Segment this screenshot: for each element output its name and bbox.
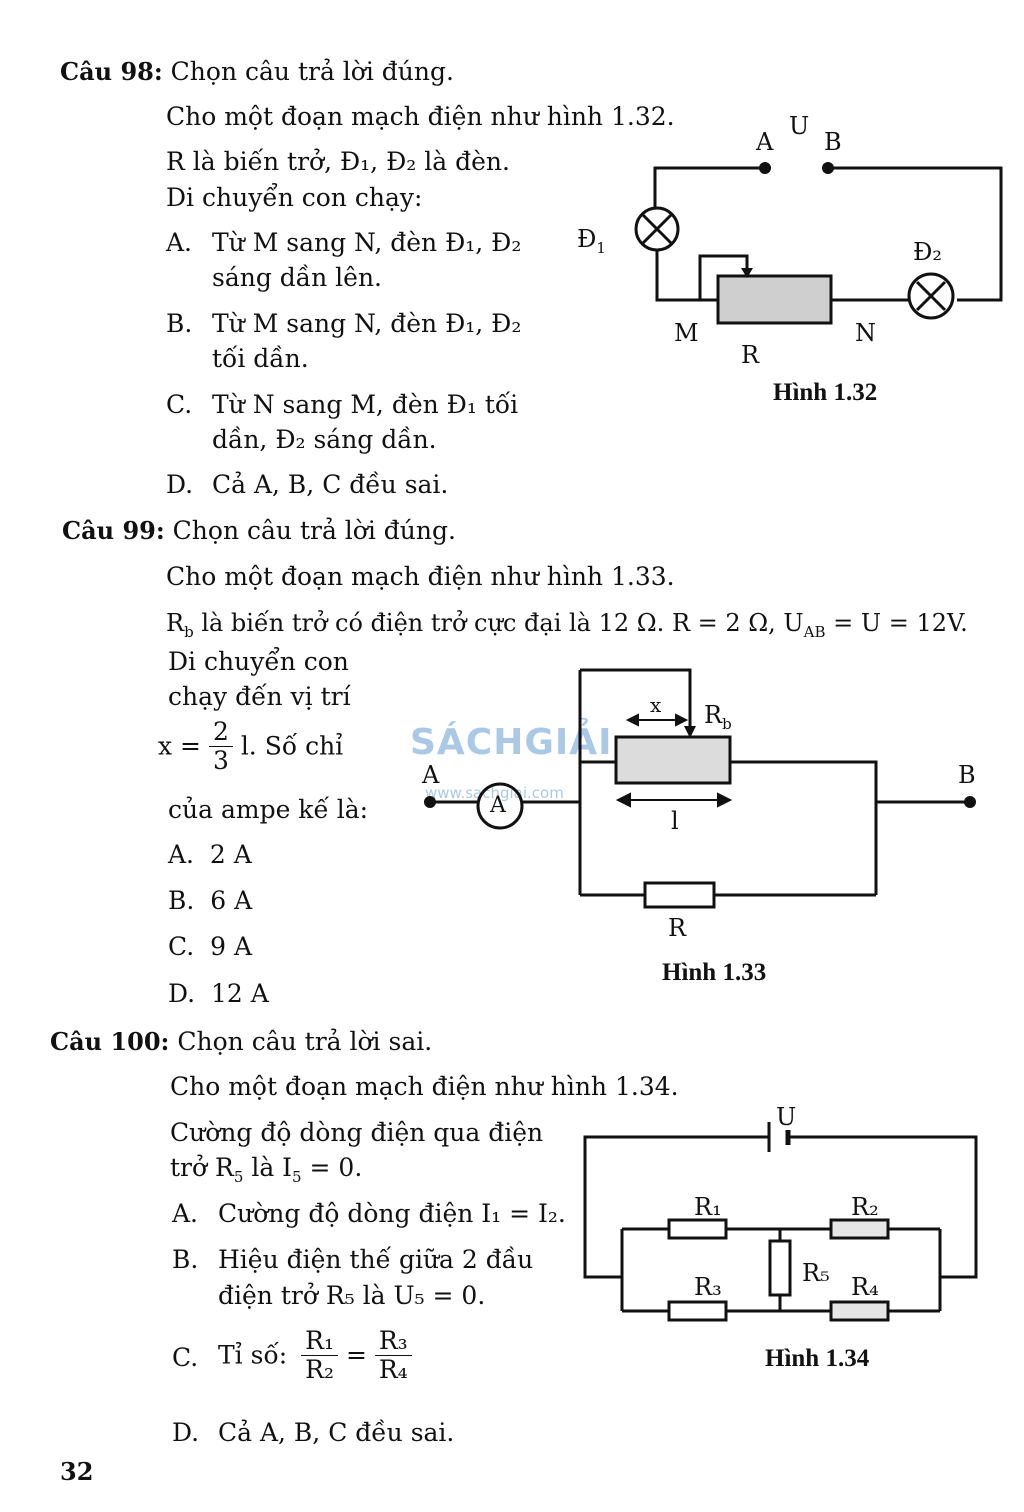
q98-option-c-text2: dần, Đ₂ sáng dần. [212,425,437,454]
page-number: 32 [60,1457,94,1486]
fig133-label-b: B [958,761,976,789]
q99-option-d: D. 12 A [168,979,269,1008]
fig132-label-m: M [674,319,699,347]
q100-option-b-text1: Hiệu điện thế giữa 2 đầu [218,1245,534,1274]
q100-line1: Cho một đoạn mạch điện như hình 1.34. [170,1072,679,1101]
figure-caption: Hình 1.32 [773,379,878,406]
q98-option-d-text1: Cả A, B, C đều sai. [212,470,449,499]
q98-option-b-text2: tối dần. [212,344,309,373]
q98-line1: Cho một đoạn mạch điện như hình 1.32. [166,102,675,131]
resistor-r3-symbol [667,1300,728,1322]
fig134-label-u: U [776,1103,797,1131]
ammeter-label: A [490,793,506,818]
q100-option-d-text: Cả A, B, C đều sai. [218,1418,455,1447]
resistor-r5-symbol [768,1239,792,1297]
watermark-brand: SÁCHGIẢI [410,722,613,763]
fig133-label-x: x [650,693,662,717]
question-prompt: Chọn câu trả lời đúng. [172,516,456,545]
q99-option-c: C. 9 A [168,932,253,961]
q100-option-c-key: C. [172,1343,199,1372]
fig133-label-r: R [668,914,687,942]
question-label: Câu 98: [60,57,163,86]
fig134-label-r3: R₃ [694,1273,722,1301]
fig134-label-r5: R₅ [802,1259,830,1287]
question-100: Câu 100: Chọn câu trả lời sai. [50,1027,432,1057]
lamp-d2-symbol [907,272,955,320]
rheostat-rb-symbol [614,735,732,785]
question-prompt: Chọn câu trả lời đúng. [170,57,454,86]
q98-option-a-text1: Từ M sang N, đèn Đ₁, Đ₂ [212,228,522,257]
fig132-label-n: N [855,319,876,347]
resistor-r1-symbol [667,1218,728,1240]
q100-option-d-key: D. [172,1418,200,1447]
q100-option-a-text: Cường độ dòng điện I₁ = I₂. [218,1199,566,1228]
q99-option-b: B. 6 A [168,886,253,915]
fig132-label-d1: Đ1 [577,225,606,257]
q100-option-b-text2: điện trở R₅ là U₅ = 0. [218,1281,486,1310]
question-label: Câu 100: [50,1027,170,1056]
q98-option-b-text1: Từ M sang N, đèn Đ₁, Đ₂ [212,309,522,338]
fig134-label-r1: R₁ [694,1193,722,1221]
resistor-r2-symbol [829,1218,890,1240]
resistor-r-symbol [643,881,716,909]
fig133-label-l: l [671,807,679,835]
q100-option-a-key: A. [172,1199,199,1228]
fig132-label-b: B [824,128,842,156]
question-prompt: Chọn câu trả lời sai. [177,1027,433,1056]
fig132-label-r: R [741,341,760,369]
fig133-label-rb: Rb [704,701,732,733]
figure-caption: Hình 1.34 [765,1345,870,1372]
q98-line2: R là biến trở, Đ₁, Đ₂ là đèn. [166,147,510,176]
fig134-label-r2: R₂ [851,1193,879,1221]
figure-caption: Hình 1.33 [662,959,767,986]
q98-option-c-text1: Từ N sang M, đèn Đ₁ tối [212,390,519,419]
fig132-label-a: A [756,128,774,156]
q98-option-a-text2: sáng dần lên. [212,263,382,292]
q98-option-c-key: C. [166,390,193,419]
q99-line2: Rb là biến trở có điện trở cực đại là 12… [166,609,968,641]
rheostat-symbol [716,274,833,325]
q98-option-d-key: D. [166,470,194,499]
question-98: Câu 98: Chọn câu trả lời đúng. [60,57,454,87]
q99-line3: Di chuyển con [168,647,349,676]
fig133-label-a: A [422,761,440,789]
q98-option-b-key: B. [166,309,193,338]
q100-line2: Cường độ dòng điện qua điện [170,1118,544,1147]
q99-line6: của ampe kế là: [168,795,369,824]
q98-line3: Di chuyển con chạy: [166,183,423,212]
question-99: Câu 99: Chọn câu trả lời đúng. [62,516,456,546]
q99-line1: Cho một đoạn mạch điện như hình 1.33. [166,562,675,591]
q99-option-a: A. 2 A [168,840,252,869]
q100-option-b-key: B. [172,1245,199,1274]
q98-option-a-key: A. [166,228,193,257]
q99-line4: chạy đến vị trí [168,682,351,711]
fig132-label-d2: Đ₂ [913,238,942,266]
fig134-label-r4: R₄ [851,1273,879,1301]
resistor-r4-symbol [829,1300,890,1322]
question-label: Câu 99: [62,516,165,545]
fig132-label-u: U [789,112,810,140]
q100-line3: trở R5 là I5 = 0. [170,1153,363,1186]
lamp-d1-symbol [634,206,680,252]
